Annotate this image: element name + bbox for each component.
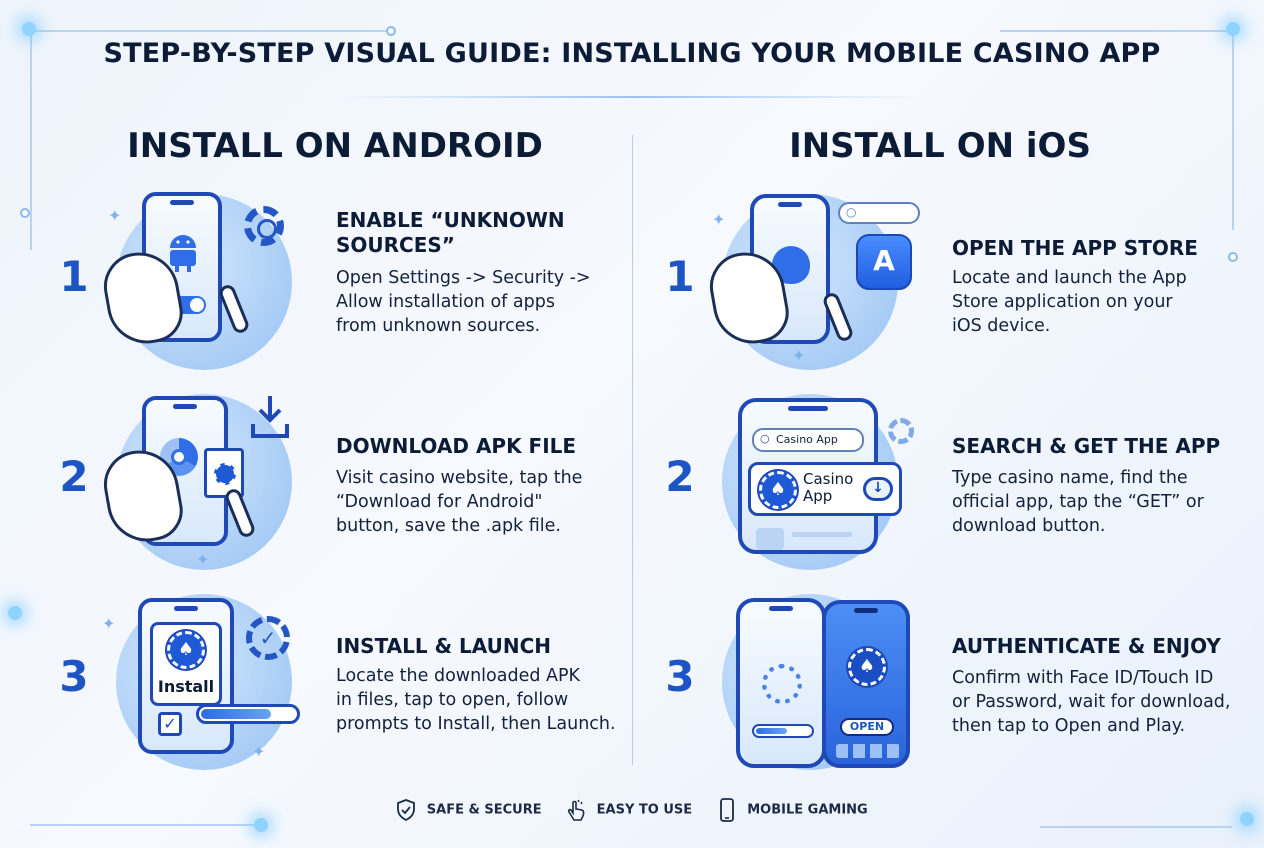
progress-fill [201,709,271,719]
frame-node [1228,252,1238,262]
step-description: Open Settings -> Security -> Allow insta… [336,268,591,336]
frame-node [386,26,396,36]
glow-node [8,606,22,620]
search-icon: ○ [760,432,770,445]
sparkle-icon: ✦ [712,210,726,229]
search-icon: ○ [846,205,857,219]
step-title: OPEN THE APP STORE [952,236,1198,260]
step-description: Confirm with Face ID/Touch ID or Passwor… [952,668,1231,736]
step-title: AUTHENTICATE & ENJOY [952,634,1221,658]
sparkle-icon: ✦ [108,206,122,225]
app-grid [836,744,900,758]
loading-spinner [762,664,802,704]
sparkle-icon: ✦ [196,550,210,569]
ios-step-2: 2 ○ Casino App Casino App ↓ SEARCH & GET… [662,392,1264,582]
footer-item-easy: EASY TO USE [566,798,692,822]
glow-node [22,22,36,36]
page-title: STEP-BY-STEP VISUAL GUIDE: INSTALLING YO… [103,38,1161,69]
casino-app-icon [167,631,205,669]
frame-node [20,208,30,218]
title-underline [340,96,920,98]
casino-app-icon [759,471,797,509]
shield-icon [397,799,416,822]
android-heading: INSTALL ON ANDROID [127,126,543,166]
step-number: 3 [59,652,89,701]
install-label: Install [157,677,215,696]
open-button: OPEN [840,718,894,736]
frame-line-bottom [30,824,260,826]
loading-phone [736,598,826,768]
step-number: 2 [665,452,695,501]
android-step-3: 3 Install ✓ ✓ ✦ ✦ INSTALL & LAUNCH Locat… [56,592,676,782]
android-step-2: 2 ✦ DOWNLOAD APK FILE Visit casino websi… [56,392,676,582]
column-divider [632,135,633,765]
frame-line-top-right [1000,30,1232,32]
step-description: Locate and launch the App Store applicat… [952,268,1187,336]
frame-line-top [30,30,390,32]
step-title: DOWNLOAD APK FILE [336,434,577,458]
ios-step-1: 1 ○ A ✦ ✦ OPEN THE APP STORE Locate and … [662,192,1264,382]
step-number: 2 [59,452,89,501]
glow-node [254,818,268,832]
install-progress-bar [196,704,300,724]
step-number: 3 [665,652,695,701]
download-progress-bar [752,724,814,738]
sparkle-icon: ✦ [792,346,806,365]
step-number: 1 [665,252,695,301]
app-store-icon: A [856,234,912,290]
footer-badges: SAFE & SECURE EASY TO USE MOBILE GAMING [0,798,1264,822]
store-search-field: ○ Casino App [752,428,864,452]
sparkle-icon: ✦ [252,742,266,761]
ios-heading: INSTALL ON iOS [789,126,1091,166]
download-icon [250,394,290,440]
glow-node [1240,812,1254,826]
step-description: Visit casino website, tap the “Download … [336,468,583,536]
search-bar-illustration: ○ [838,202,920,224]
sparkle-icon: ✦ [102,614,116,633]
search-text: Casino App [776,433,838,446]
frame-line-bottom-right [1040,826,1232,828]
list-placeholder [792,532,852,537]
list-placeholder [756,528,784,550]
app-result-card: Casino App ↓ [748,462,902,516]
frame-line-left [30,30,32,250]
check-gear-icon: ✓ [246,616,290,660]
footer-item-mobile: MOBILE GAMING [717,798,868,822]
ios-step-3: 3 OPEN AUTHENTICATE & ENJOY Confirm with… [662,592,1264,782]
step-description: Locate the downloaded APK in files, tap … [336,666,616,734]
step-title: SEARCH & GET THE APP [952,434,1221,458]
step-description: Type casino name, find the official app,… [952,468,1204,536]
install-panel: Install [150,622,222,706]
android-icon [166,232,200,272]
casino-app-icon [848,648,886,686]
step-number: 1 [59,252,89,301]
gear-icon [888,418,914,444]
gear-icon [244,206,284,246]
phone-icon [719,798,734,822]
progress-fill [756,728,787,734]
checkbox-icon: ✓ [158,712,182,736]
home-screen-phone: OPEN [822,600,910,768]
glow-node [1226,22,1240,36]
step-title: INSTALL & LAUNCH [336,634,552,658]
footer-item-safe: SAFE & SECURE [396,798,542,822]
download-cloud-icon: ↓ [863,477,893,501]
tap-hand-icon [568,799,585,821]
phone-illustration: Install ✓ [138,598,234,754]
frame-line-right [1232,30,1234,230]
app-name: Casino App [803,470,854,505]
